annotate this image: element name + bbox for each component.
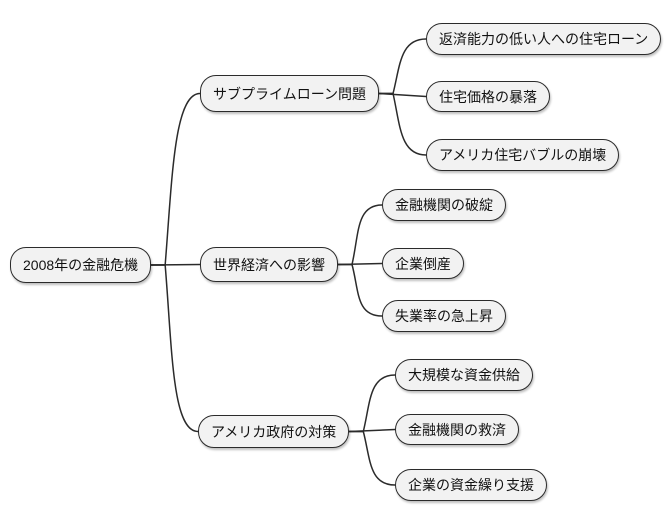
leaf-node-3-2: 金融機関の救済 xyxy=(395,414,519,445)
leaf-node-1-2: 住宅価格の暴落 xyxy=(426,81,550,112)
branch-node-3: アメリカ政府の対策 xyxy=(198,415,350,448)
leaf-node-2-3: 失業率の急上昇 xyxy=(382,300,506,332)
leaf-node-1-1: 返済能力の低い人への住宅ローン xyxy=(426,23,662,55)
leaf-node-2-2: 企業倒産 xyxy=(382,248,464,279)
leaf-node-3-1: 大規模な資金供給 xyxy=(395,359,533,391)
root-node: 2008年の金融危機 xyxy=(10,247,152,283)
leaf-node-3-3: 企業の資金繰り支援 xyxy=(395,469,547,501)
leaf-node-1-3: アメリカ住宅バブルの崩壊 xyxy=(426,139,620,171)
leaf-node-2-1: 金融機関の破綻 xyxy=(382,189,506,221)
branch-node-2: 世界経済への影響 xyxy=(200,247,338,282)
branch-node-1: サブプライムローン問題 xyxy=(200,75,380,112)
